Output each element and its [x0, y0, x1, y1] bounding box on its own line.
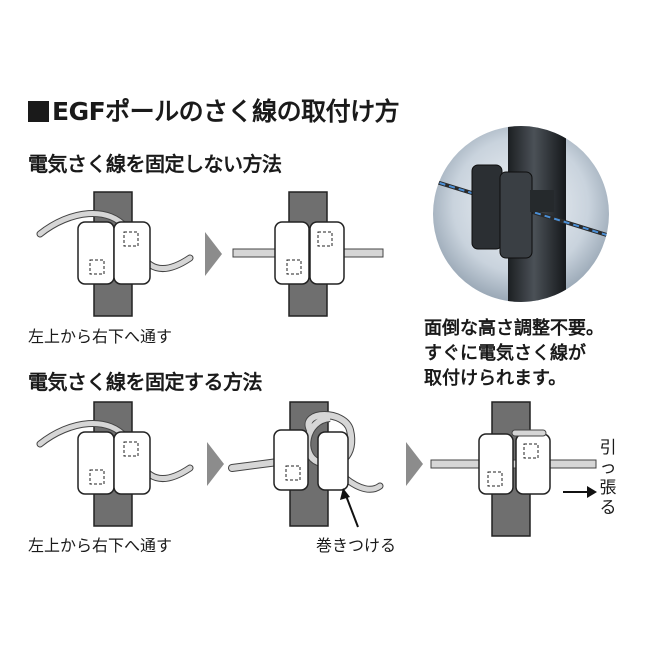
- step-arrow: [207, 442, 224, 486]
- caption-fixed: 左上から右下へ通す: [28, 536, 173, 555]
- page-title-text: EGFポールのさく線の取付け方: [52, 97, 400, 126]
- section-heading-unfixed: 電気さく線を固定しない方法: [28, 152, 282, 176]
- photo-note-line3: 取付けられます。: [424, 368, 567, 389]
- clip-front: [273, 429, 309, 491]
- clip-back: [515, 433, 551, 495]
- diagram-fixed-step1: [36, 401, 194, 527]
- clip-back: [113, 431, 151, 495]
- clip-back: [317, 431, 349, 491]
- pull-label: 引っ張る: [599, 438, 617, 518]
- caption-unfixed: 左上から右下へ通す: [28, 327, 173, 346]
- photo-note-line1: 面倒な高さ調整不要。: [424, 318, 604, 339]
- clip-front: [77, 221, 115, 285]
- diagram-unfixed-step1: [36, 191, 194, 317]
- product-photo: [433, 126, 609, 302]
- diagram-fixed-step3: [430, 401, 597, 537]
- photo-note-line2: すぐに電気さく線が: [424, 343, 586, 364]
- clip-front: [274, 221, 310, 285]
- page-title: EGFポールのさく線の取付け方: [28, 92, 400, 128]
- diagram-unfixed-step2: [232, 191, 384, 317]
- clip-front: [77, 431, 115, 495]
- clip-front: [478, 433, 514, 495]
- square-bullet-icon: [28, 101, 49, 122]
- diagram-fixed-step2: [228, 401, 384, 528]
- photo-note: 面倒な高さ調整不要。 すぐに電気さく線が 取付けられます。: [424, 316, 604, 391]
- step-arrow: [205, 232, 222, 276]
- step-arrow: [406, 442, 423, 486]
- wrap-label: 巻きつける: [316, 536, 397, 555]
- clip-back: [309, 221, 345, 285]
- section-heading-fixed: 電気さく線を固定する方法: [28, 370, 263, 394]
- clip-back: [113, 221, 151, 285]
